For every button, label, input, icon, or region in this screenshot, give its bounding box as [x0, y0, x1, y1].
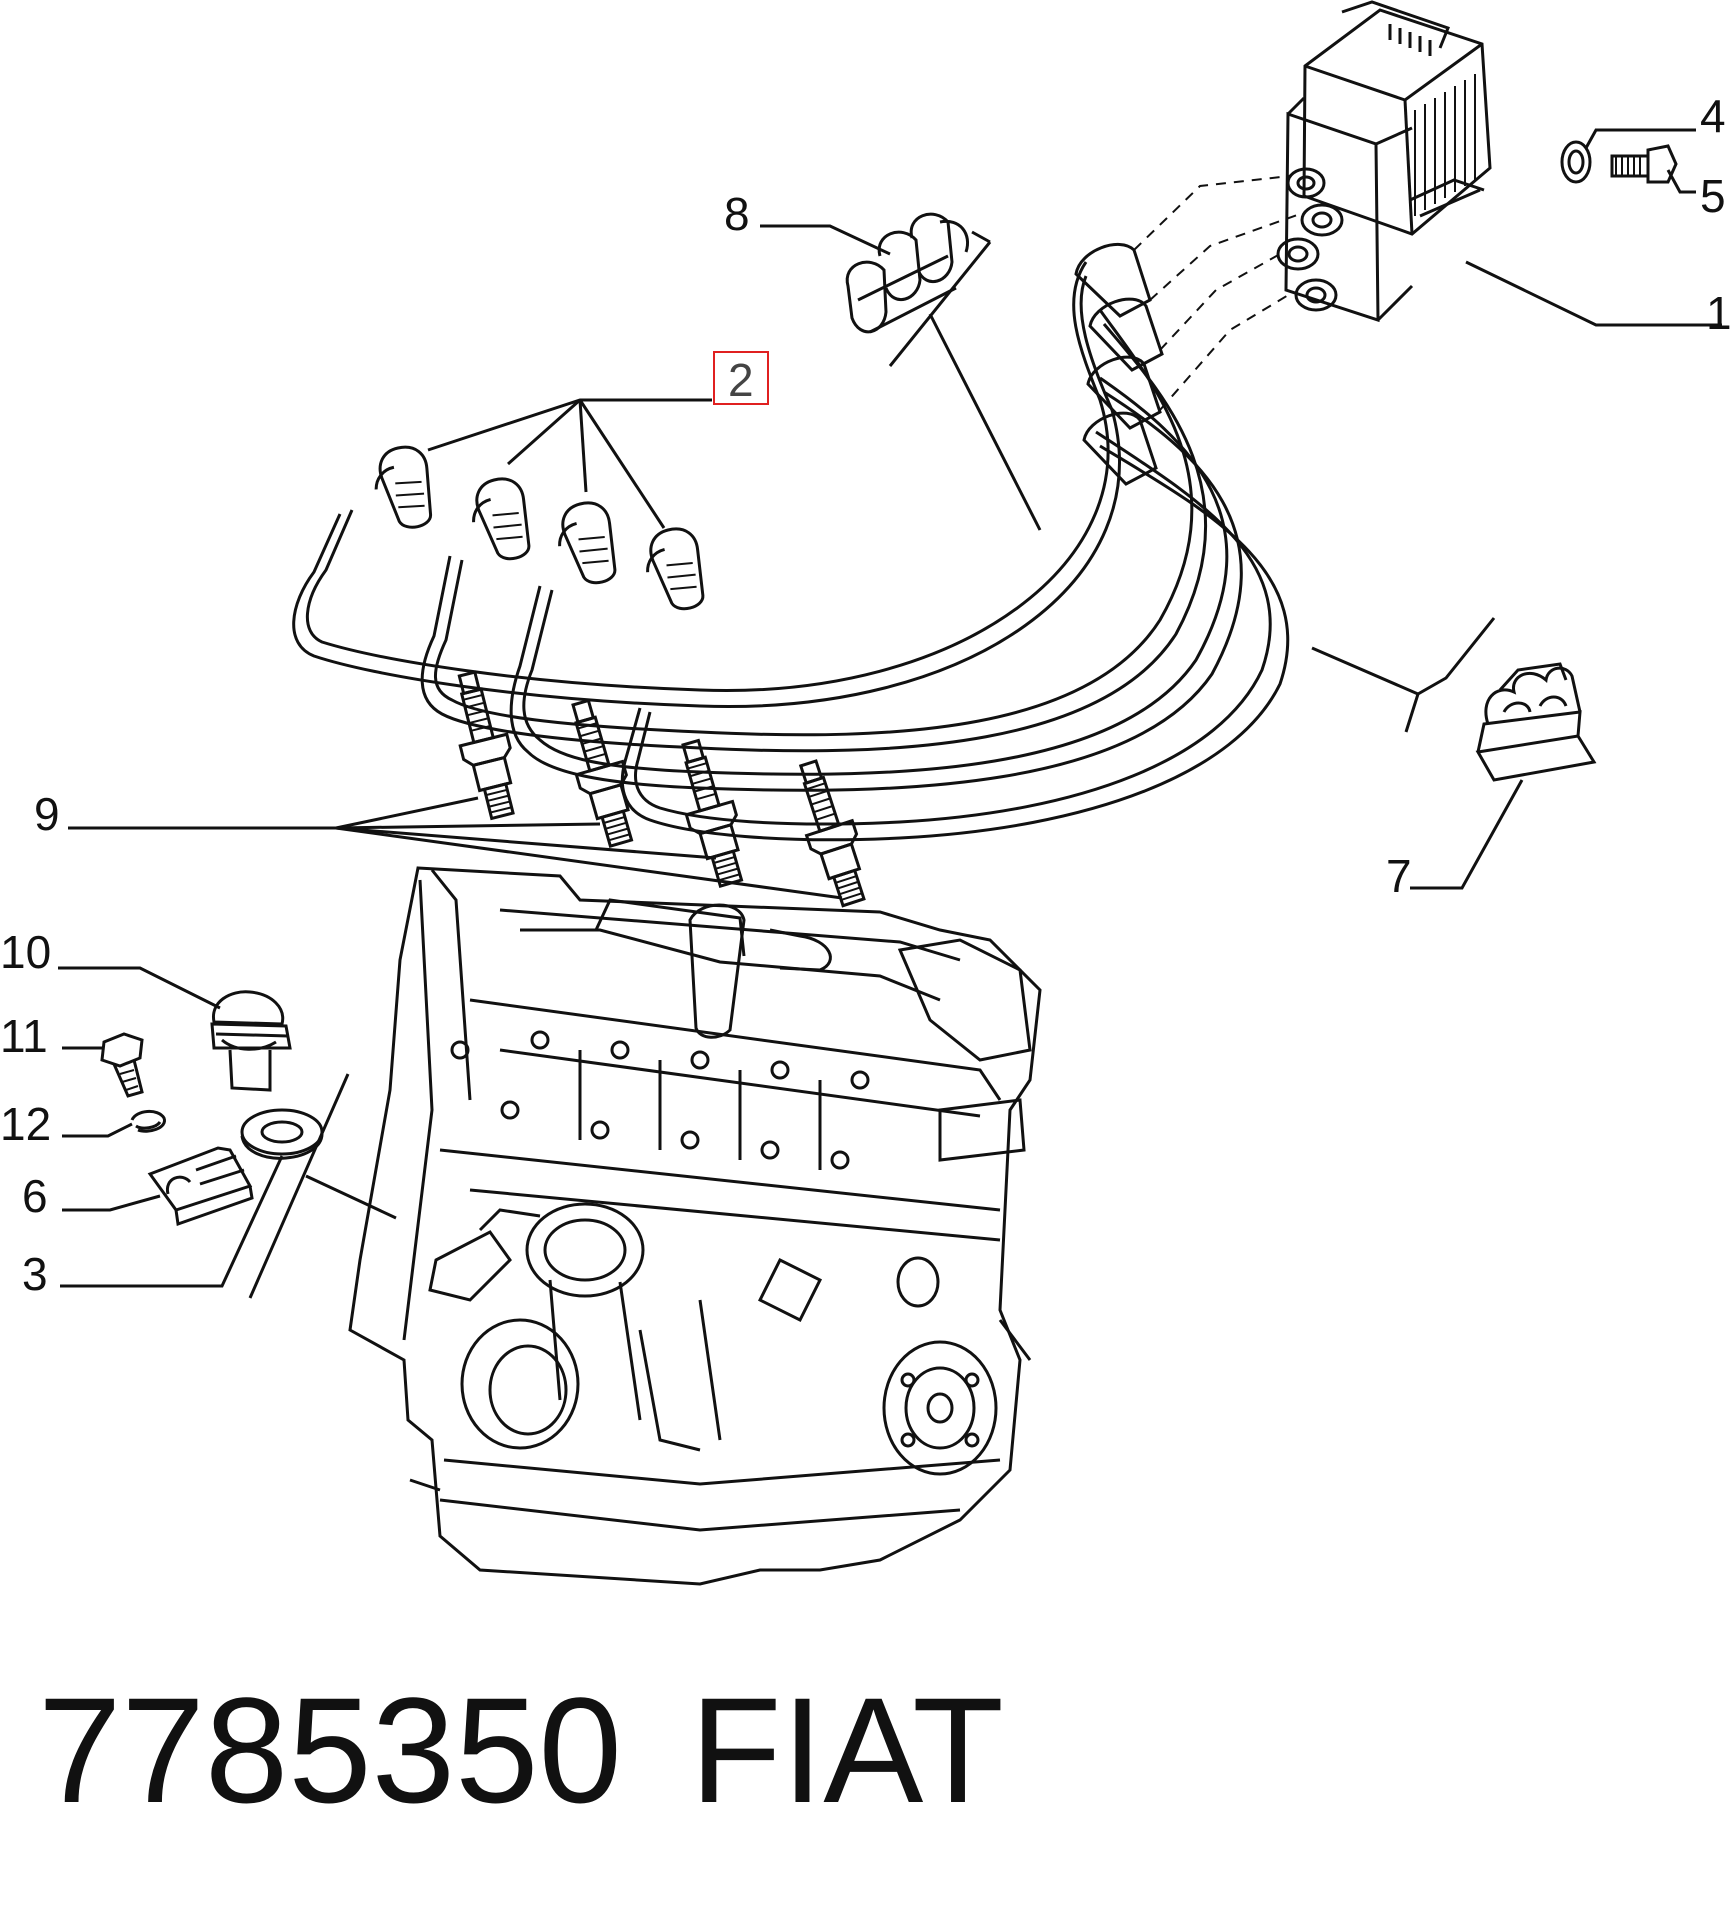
sealing-ring	[240, 1108, 324, 1160]
ignition-coil	[1276, 0, 1492, 323]
mounting-plate	[147, 1146, 254, 1227]
circlip	[130, 1110, 166, 1133]
coil-end-connectors	[1074, 242, 1164, 486]
temperature-sensor	[210, 990, 292, 1092]
callout-6: 6	[22, 1170, 48, 1222]
part-number: 7785350	[38, 1666, 622, 1834]
callout-2-highlight	[713, 351, 769, 405]
callout-4: 4	[1700, 90, 1726, 142]
callout-3: 3	[22, 1248, 48, 1300]
bracket-pointer-lines	[1311, 617, 1496, 733]
bolt	[100, 1032, 144, 1098]
callout-9: 9	[34, 788, 60, 840]
callout-leader-lines	[58, 128, 1722, 1288]
clip-pointer-lines	[888, 230, 1042, 531]
callout-11: 11	[0, 1010, 48, 1062]
engine-block	[348, 866, 1042, 1586]
sensor-pointer-lines	[248, 1073, 397, 1299]
callout-10: 10	[0, 926, 51, 978]
brand-name: FIAT	[690, 1666, 1004, 1834]
callout-12: 12	[0, 1098, 51, 1150]
wire-clip	[845, 212, 969, 334]
spark-plug-wire-set	[292, 261, 1290, 842]
washer	[1560, 140, 1592, 184]
callout-2: 2	[728, 354, 754, 406]
wire-bracket	[1475, 662, 1597, 782]
wire-routing-dashes	[1133, 175, 1301, 411]
callout-7: 7	[1386, 850, 1412, 902]
callout-1: 1	[1706, 287, 1732, 339]
callout-8: 8	[724, 188, 750, 240]
screw	[1610, 144, 1678, 184]
callout-5: 5	[1700, 170, 1726, 222]
